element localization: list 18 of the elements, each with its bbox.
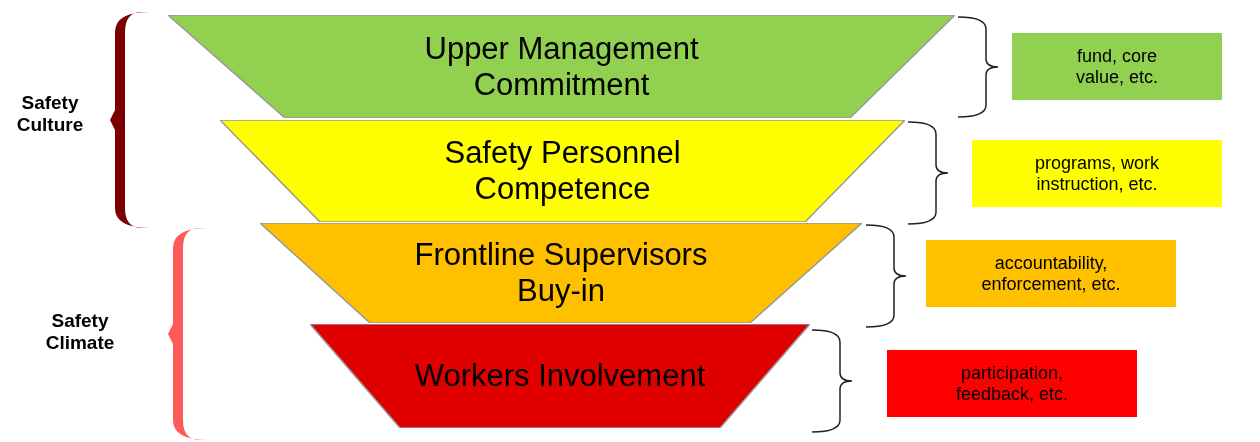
group-label: Safety Culture — [15, 92, 85, 136]
note-box — [972, 140, 1222, 207]
funnel-layer — [260, 223, 862, 323]
layer-label: Upper Management Commitment — [423, 30, 700, 103]
funnel-layer — [168, 15, 955, 118]
layer-label: Frontline Supervisors Buy-in — [413, 237, 709, 309]
group-label: Safety Climate — [44, 310, 116, 354]
note-text: fund, core value, etc. — [1074, 45, 1159, 88]
funnel-layer — [310, 324, 810, 428]
layer-label: Safety Personnel Competence — [443, 135, 682, 207]
note-box — [1012, 33, 1222, 100]
funnel-layer — [220, 120, 905, 222]
note-box — [887, 350, 1137, 417]
note-box — [926, 240, 1176, 307]
note-text: accountability, enforcement, etc. — [980, 252, 1122, 295]
layer-label: Workers Involvement — [414, 358, 706, 394]
note-text: participation, feedback, etc. — [954, 362, 1070, 405]
note-text: programs, work instruction, etc. — [1034, 152, 1160, 195]
